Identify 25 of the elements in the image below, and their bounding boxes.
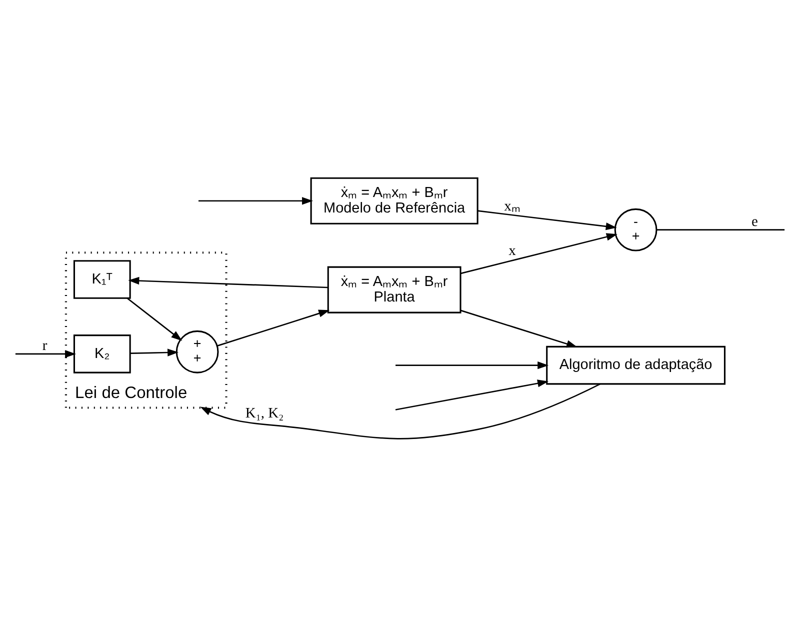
node-circle: + + [176, 330, 219, 374]
arrow [128, 276, 328, 288]
node-box: K₂ [73, 334, 131, 374]
node-box: ẋₘ = Aₘxₘ + Bₘr Modelo de Referência [310, 177, 478, 224]
node-box: ẋₘ = Aₘxₘ + Bₘr Planta [327, 266, 462, 314]
edge-label: K₁, K₂ [245, 405, 284, 422]
arrow [460, 233, 618, 274]
edge-label: xₘ [504, 198, 520, 214]
node-circle: - + [614, 208, 658, 252]
connector [656, 229, 785, 231]
edge-label: r [42, 338, 48, 354]
arrow [198, 197, 313, 205]
arrow [15, 350, 76, 358]
arrow [217, 310, 330, 346]
node-box: Algoritmo de adaptação [546, 346, 726, 385]
arrow [395, 380, 549, 410]
arrow [126, 298, 182, 341]
arrow [460, 310, 578, 348]
arrow [130, 348, 179, 356]
arrow [396, 361, 549, 370]
arrow [200, 383, 600, 440]
edge-label: x [508, 242, 516, 259]
edge-label: e [752, 214, 758, 230]
arrow [478, 210, 617, 230]
node-box: K₁ᵀ [73, 260, 131, 299]
